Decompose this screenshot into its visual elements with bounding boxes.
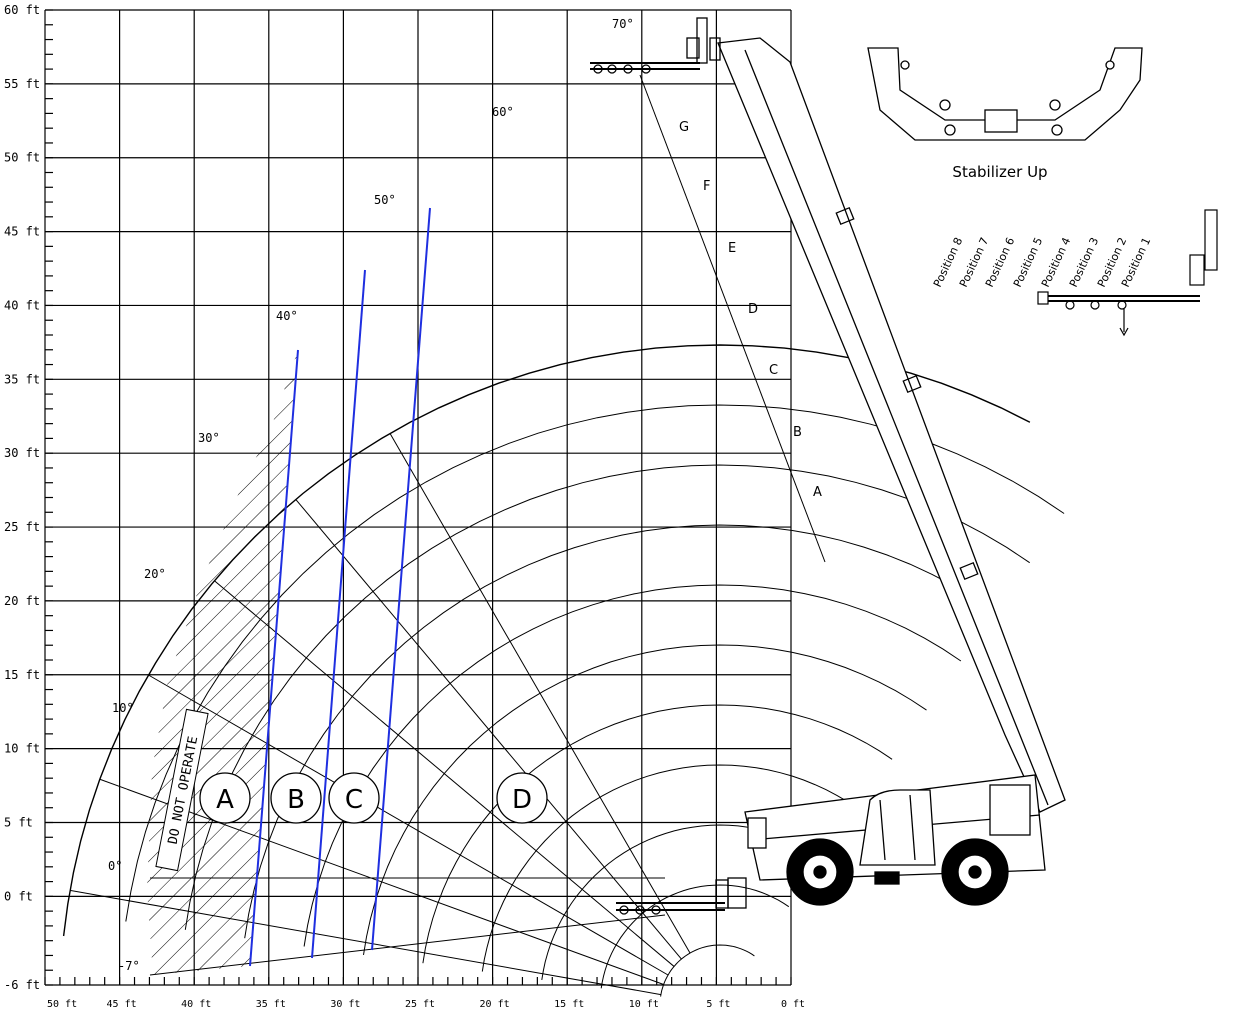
extension-label: C [769, 363, 778, 378]
stabilizer-frame [867, 47, 1143, 141]
zone-marker-a: A [199, 772, 251, 824]
angle-label: 10° [112, 701, 134, 715]
y-tick-label: 30 ft [4, 446, 40, 460]
zone-label-b: B [287, 785, 305, 815]
x-tick-label: 40 ft [181, 999, 211, 1010]
extension-label: A [813, 485, 822, 500]
x-tick-label: 10 ft [629, 999, 659, 1010]
y-tick-label: 50 ft [4, 151, 40, 165]
angle-label: 50° [374, 193, 396, 207]
angle-label: 60° [492, 105, 514, 119]
zone-label-c: C [345, 785, 363, 815]
x-tick-label: 0 ft [781, 999, 805, 1010]
do-not-operate-hatch [147, 350, 298, 975]
y-tick-label: 35 ft [4, 372, 40, 386]
x-tick-label: 35 ft [256, 999, 286, 1010]
zone-line-cd [371, 207, 431, 951]
x-tick-label: 20 ft [480, 999, 510, 1010]
y-tick-label: 10 ft [4, 742, 40, 756]
angle-label: 0° [108, 859, 122, 873]
boom-section [717, 37, 1066, 813]
zone-label-d: D [512, 785, 532, 815]
operator-cab [859, 789, 936, 866]
x-tick-label: 45 ft [107, 999, 137, 1010]
angle-label: 30° [198, 431, 220, 445]
x-tick-label: 50 ft [47, 999, 77, 1010]
zone-markers: A B C D [199, 772, 548, 824]
x-tick-label: 15 ft [554, 999, 584, 1010]
reach-arc [660, 944, 755, 997]
zone-marker-b: B [270, 772, 322, 824]
outer-envelope [62, 344, 1031, 937]
reach-arc [363, 644, 927, 955]
front-wheel [786, 838, 854, 906]
zone-marker-c: C [328, 772, 380, 824]
extension-labels: G F E D C B A [679, 120, 822, 500]
x-tick-label: 5 ft [706, 999, 730, 1010]
y-tick-label: 45 ft [4, 225, 40, 239]
chart-grid [44, 9, 792, 986]
zone-boundaries [249, 207, 431, 967]
angle-label: 40° [276, 309, 298, 323]
rear-wheel [941, 838, 1009, 906]
x-axis-labels: 50 ft 45 ft 40 ft 35 ft 30 ft 25 ft 20 ft 15 ft… [47, 999, 805, 1010]
zone-marker-d: D [496, 772, 548, 824]
zone-line-ab [249, 349, 299, 967]
y-tick-label: 55 ft [4, 77, 40, 91]
extension-label: D [748, 302, 758, 317]
reach-arc [600, 884, 790, 989]
angle-labels: 70° 60° 50° 40° 30° 20° 10° 0° -7° [108, 17, 634, 973]
angle-label: 20° [144, 567, 166, 581]
y-tick-label: 0 ft [4, 889, 33, 903]
y-tick-label: 5 ft [4, 816, 33, 830]
y-tick-label: 40 ft [4, 298, 40, 312]
extension-label: B [793, 425, 802, 440]
stabilizer-inset [867, 47, 1143, 141]
platform-position-inset [1037, 209, 1218, 337]
reach-arc [303, 584, 962, 947]
x-tick-label: 25 ft [405, 999, 435, 1010]
angle-line [214, 580, 675, 967]
extension-label: G [679, 120, 689, 135]
zone-label-a: A [216, 785, 234, 815]
y-axis-labels: 60 ft 55 ft 50 ft 45 ft 40 ft 35 ft 30 ft 25 ft… [4, 3, 40, 992]
extension-label: E [728, 241, 736, 256]
angle-label: 70° [612, 17, 634, 31]
extension-label: F [703, 179, 710, 194]
zone-line-bc [311, 269, 366, 959]
y-tick-label: 15 ft [4, 668, 40, 682]
x-tick-label: 30 ft [330, 999, 360, 1010]
extension-edge [639, 74, 826, 563]
angle-label: -7° [118, 959, 140, 973]
y-tick-label: 60 ft [4, 3, 40, 17]
telehandler-illustration [590, 17, 1066, 915]
reach-arc [481, 764, 858, 972]
working-envelope [62, 74, 1065, 997]
stabilizer-caption: Stabilizer Up [952, 163, 1047, 181]
y-tick-label: 25 ft [4, 520, 40, 534]
angle-line [389, 433, 691, 954]
reach-arc [422, 704, 893, 964]
y-tick-label: -6 ft [4, 978, 40, 992]
angle-line [295, 499, 682, 960]
y-tick-label: 20 ft [4, 594, 40, 608]
